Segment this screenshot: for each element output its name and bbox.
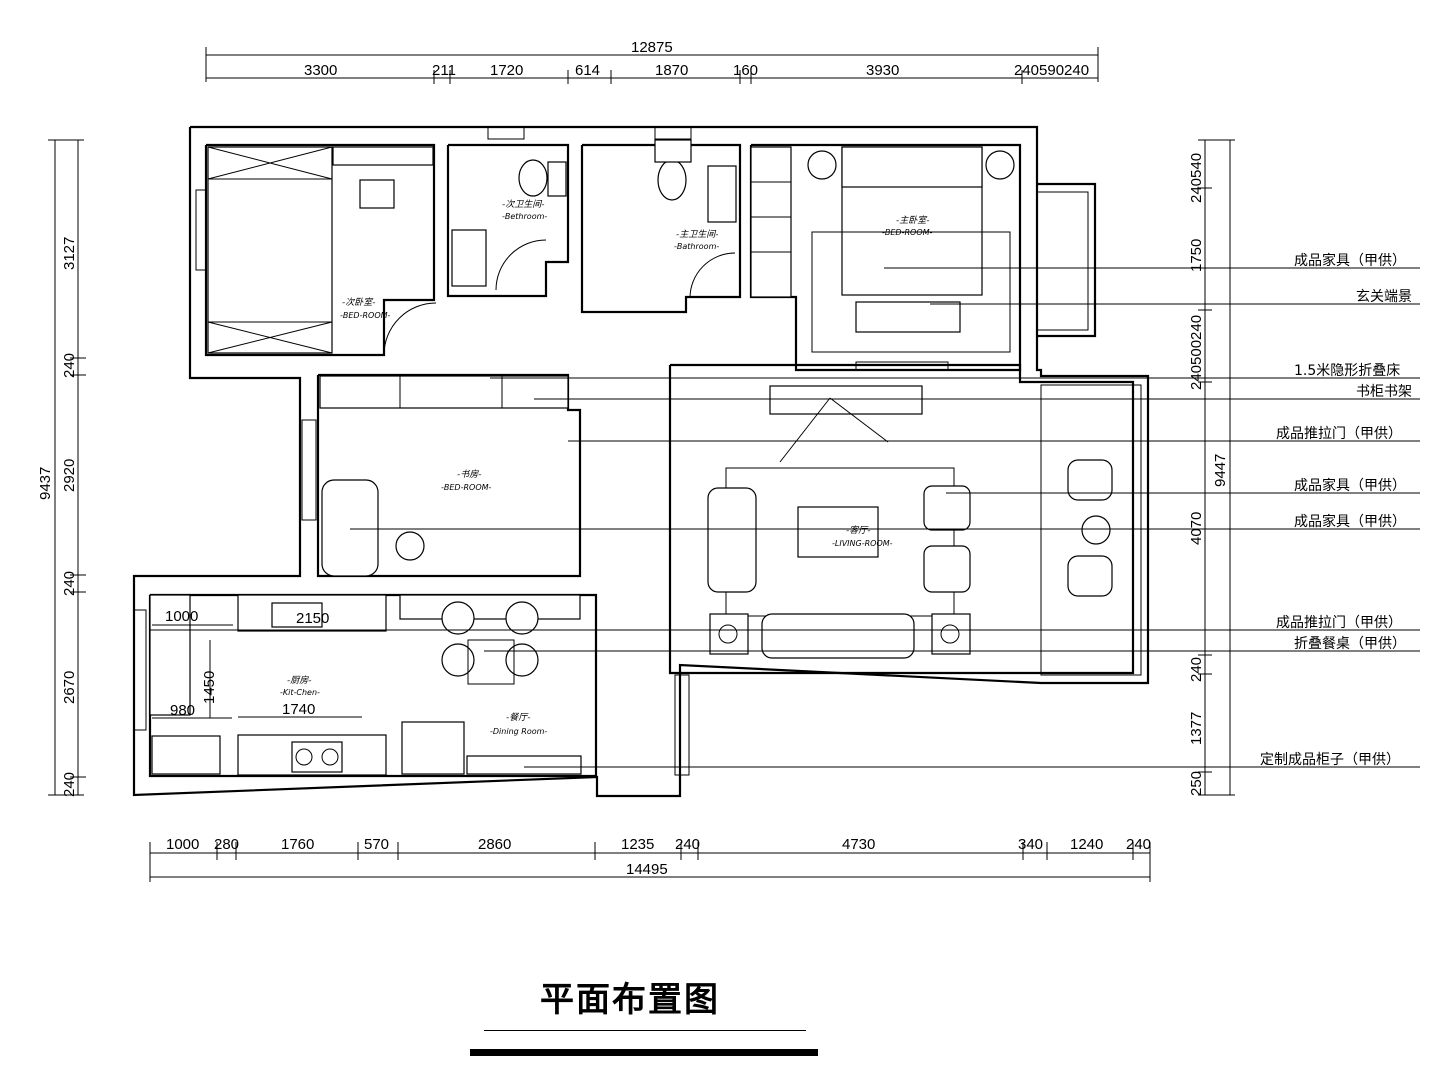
annotation-finished-furniture-3: 成品家具（甲供） xyxy=(1294,513,1406,530)
bottom-dim-2: 280 xyxy=(214,836,239,853)
bottom-dimension-group: 1000 280 1760 570 2860 1235 240 4730 340… xyxy=(149,836,1151,882)
top-total-dimension: 12875 xyxy=(631,39,673,56)
top-dim-8: 240590240 xyxy=(1014,62,1089,79)
top-dim-5: 1870 xyxy=(655,62,688,79)
room-label-master-cn: -主卧室- xyxy=(896,215,930,226)
left-dim-6: 240 xyxy=(61,772,78,797)
room-label-bath2-cn: -主卫生间- xyxy=(676,229,719,240)
room-label-bath1-en: -Bethroom- xyxy=(502,212,547,221)
right-dim-1: 240540 xyxy=(1188,153,1205,203)
left-total-dimension: 9437 xyxy=(37,467,54,500)
right-dim-3: 240500240 xyxy=(1188,315,1205,390)
room-labels: -次卧室- -BED-ROOM- -次卫生间- -Bethroom- -主卫生间… xyxy=(280,199,933,736)
annotation-custom-cabinet: 定制成品柜子（甲供） xyxy=(1260,752,1400,768)
bottom-total-dimension: 14495 xyxy=(626,861,668,878)
room-label-study-en: -BED-ROOM- xyxy=(441,483,492,492)
title-underline-thick xyxy=(470,1049,818,1056)
bottom-dim-11: 240 xyxy=(1126,836,1151,853)
left-dim-3: 2920 xyxy=(61,459,78,492)
top-dim-3: 1720 xyxy=(490,62,523,79)
kitchen-dim-1: 1000 xyxy=(165,608,198,625)
walls xyxy=(132,125,1150,798)
bottom-dim-1: 1000 xyxy=(166,836,199,853)
room-label-bath1-cn: -次卫生间- xyxy=(502,199,545,210)
kitchen-dim-5: 1740 xyxy=(282,701,315,718)
room-label-bedroom2-en: -BED-ROOM- xyxy=(340,311,391,320)
top-dim-6: 160 xyxy=(733,62,758,79)
bottom-dim-4: 570 xyxy=(364,836,389,853)
bottom-dim-8: 4730 xyxy=(842,836,875,853)
annotation-folding-bed: 1.5米隐形折叠床 xyxy=(1294,363,1400,379)
room-label-bedroom2-cn: -次卧室- xyxy=(342,297,376,308)
top-dim-2: 211 xyxy=(432,62,456,79)
room-label-dining-cn: -餐厅- xyxy=(506,712,531,723)
annotation-sliding-door-2: 成品推拉门（甲供） xyxy=(1276,615,1402,631)
kitchen-inner-dims: 1000 2150 1450 980 1740 xyxy=(152,608,386,719)
bottom-dim-5: 2860 xyxy=(478,836,511,853)
room-label-study-cn: -书房- xyxy=(457,469,482,480)
annotations: 成品家具（甲供） 玄关端景 1.5米隐形折叠床 书柜书架 成品推拉门（甲供） 成… xyxy=(1260,252,1412,768)
kitchen-dim-2: 2150 xyxy=(296,610,329,627)
left-dimension-group: 9437 3127 240 2920 240 2670 240 xyxy=(37,139,86,797)
kitchen-dim-4: 980 xyxy=(170,702,195,719)
top-dimension-group: 12875 3300 211 1720 614 1870 160 3930 24… xyxy=(205,39,1099,84)
left-dim-5: 2670 xyxy=(61,671,78,704)
right-dimension-group: 240540 1750 240500240 4070 240 1377 250 … xyxy=(1188,139,1235,796)
annotation-folding-dining-table: 折叠餐桌（甲供） xyxy=(1294,636,1406,652)
top-dim-1: 3300 xyxy=(304,62,337,79)
annotation-bookcase: 书柜书架 xyxy=(1356,384,1412,400)
room-label-dining-en: -Dining Room- xyxy=(490,727,547,736)
title-underline-thin xyxy=(484,1030,806,1031)
top-dim-4: 614 xyxy=(575,62,600,79)
right-dim-7: 250 xyxy=(1188,771,1205,796)
right-total-dimension: 9447 xyxy=(1212,454,1229,487)
annotation-sliding-door-1: 成品推拉门（甲供） xyxy=(1276,426,1402,442)
annotation-finished-furniture-2: 成品家具（甲供） xyxy=(1294,477,1406,494)
right-dim-4: 4070 xyxy=(1188,512,1205,545)
right-dim-6: 1377 xyxy=(1188,712,1205,745)
annotation-finished-furniture-1: 成品家具（甲供） xyxy=(1294,252,1406,269)
bottom-dim-9: 340 xyxy=(1018,836,1043,853)
room-label-kitchen-cn: -厨房- xyxy=(287,675,312,686)
kitchen-dim-3: 1450 xyxy=(201,671,218,704)
left-dim-4: 240 xyxy=(61,571,78,596)
bottom-dim-3: 1760 xyxy=(281,836,314,853)
left-dim-1: 3127 xyxy=(61,237,78,270)
bottom-dim-6: 1235 xyxy=(621,836,654,853)
left-dim-2: 240 xyxy=(61,353,78,378)
annotation-leaders xyxy=(150,267,1420,768)
drawing-title: 平面布置图 xyxy=(540,980,720,1020)
bottom-dim-7: 240 xyxy=(675,836,700,853)
right-dim-2: 1750 xyxy=(1188,239,1205,272)
room-label-kitchen-en: -Kit-Chen- xyxy=(280,688,320,697)
annotation-entrance-feature: 玄关端景 xyxy=(1356,288,1412,305)
bottom-dim-10: 1240 xyxy=(1070,836,1103,853)
furniture xyxy=(149,139,1113,776)
right-dim-5: 240 xyxy=(1188,657,1205,682)
room-label-bath2-en: -Bathroom- xyxy=(674,242,719,251)
room-label-living-cn: -客厅- xyxy=(846,525,871,536)
top-dim-7: 3930 xyxy=(866,62,899,79)
room-label-master-en: -BED-ROOM- xyxy=(882,228,933,237)
room-label-living-en: -LIVING-ROOM- xyxy=(832,539,893,548)
